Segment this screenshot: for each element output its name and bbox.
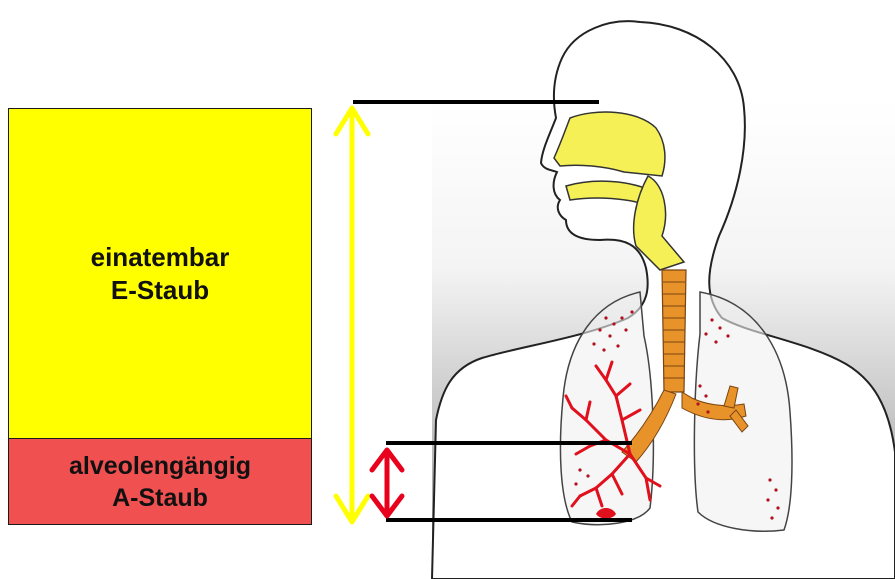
respirable-range-arrow xyxy=(372,450,402,516)
inhalable-range-arrow xyxy=(336,108,368,522)
trachea xyxy=(662,270,686,392)
